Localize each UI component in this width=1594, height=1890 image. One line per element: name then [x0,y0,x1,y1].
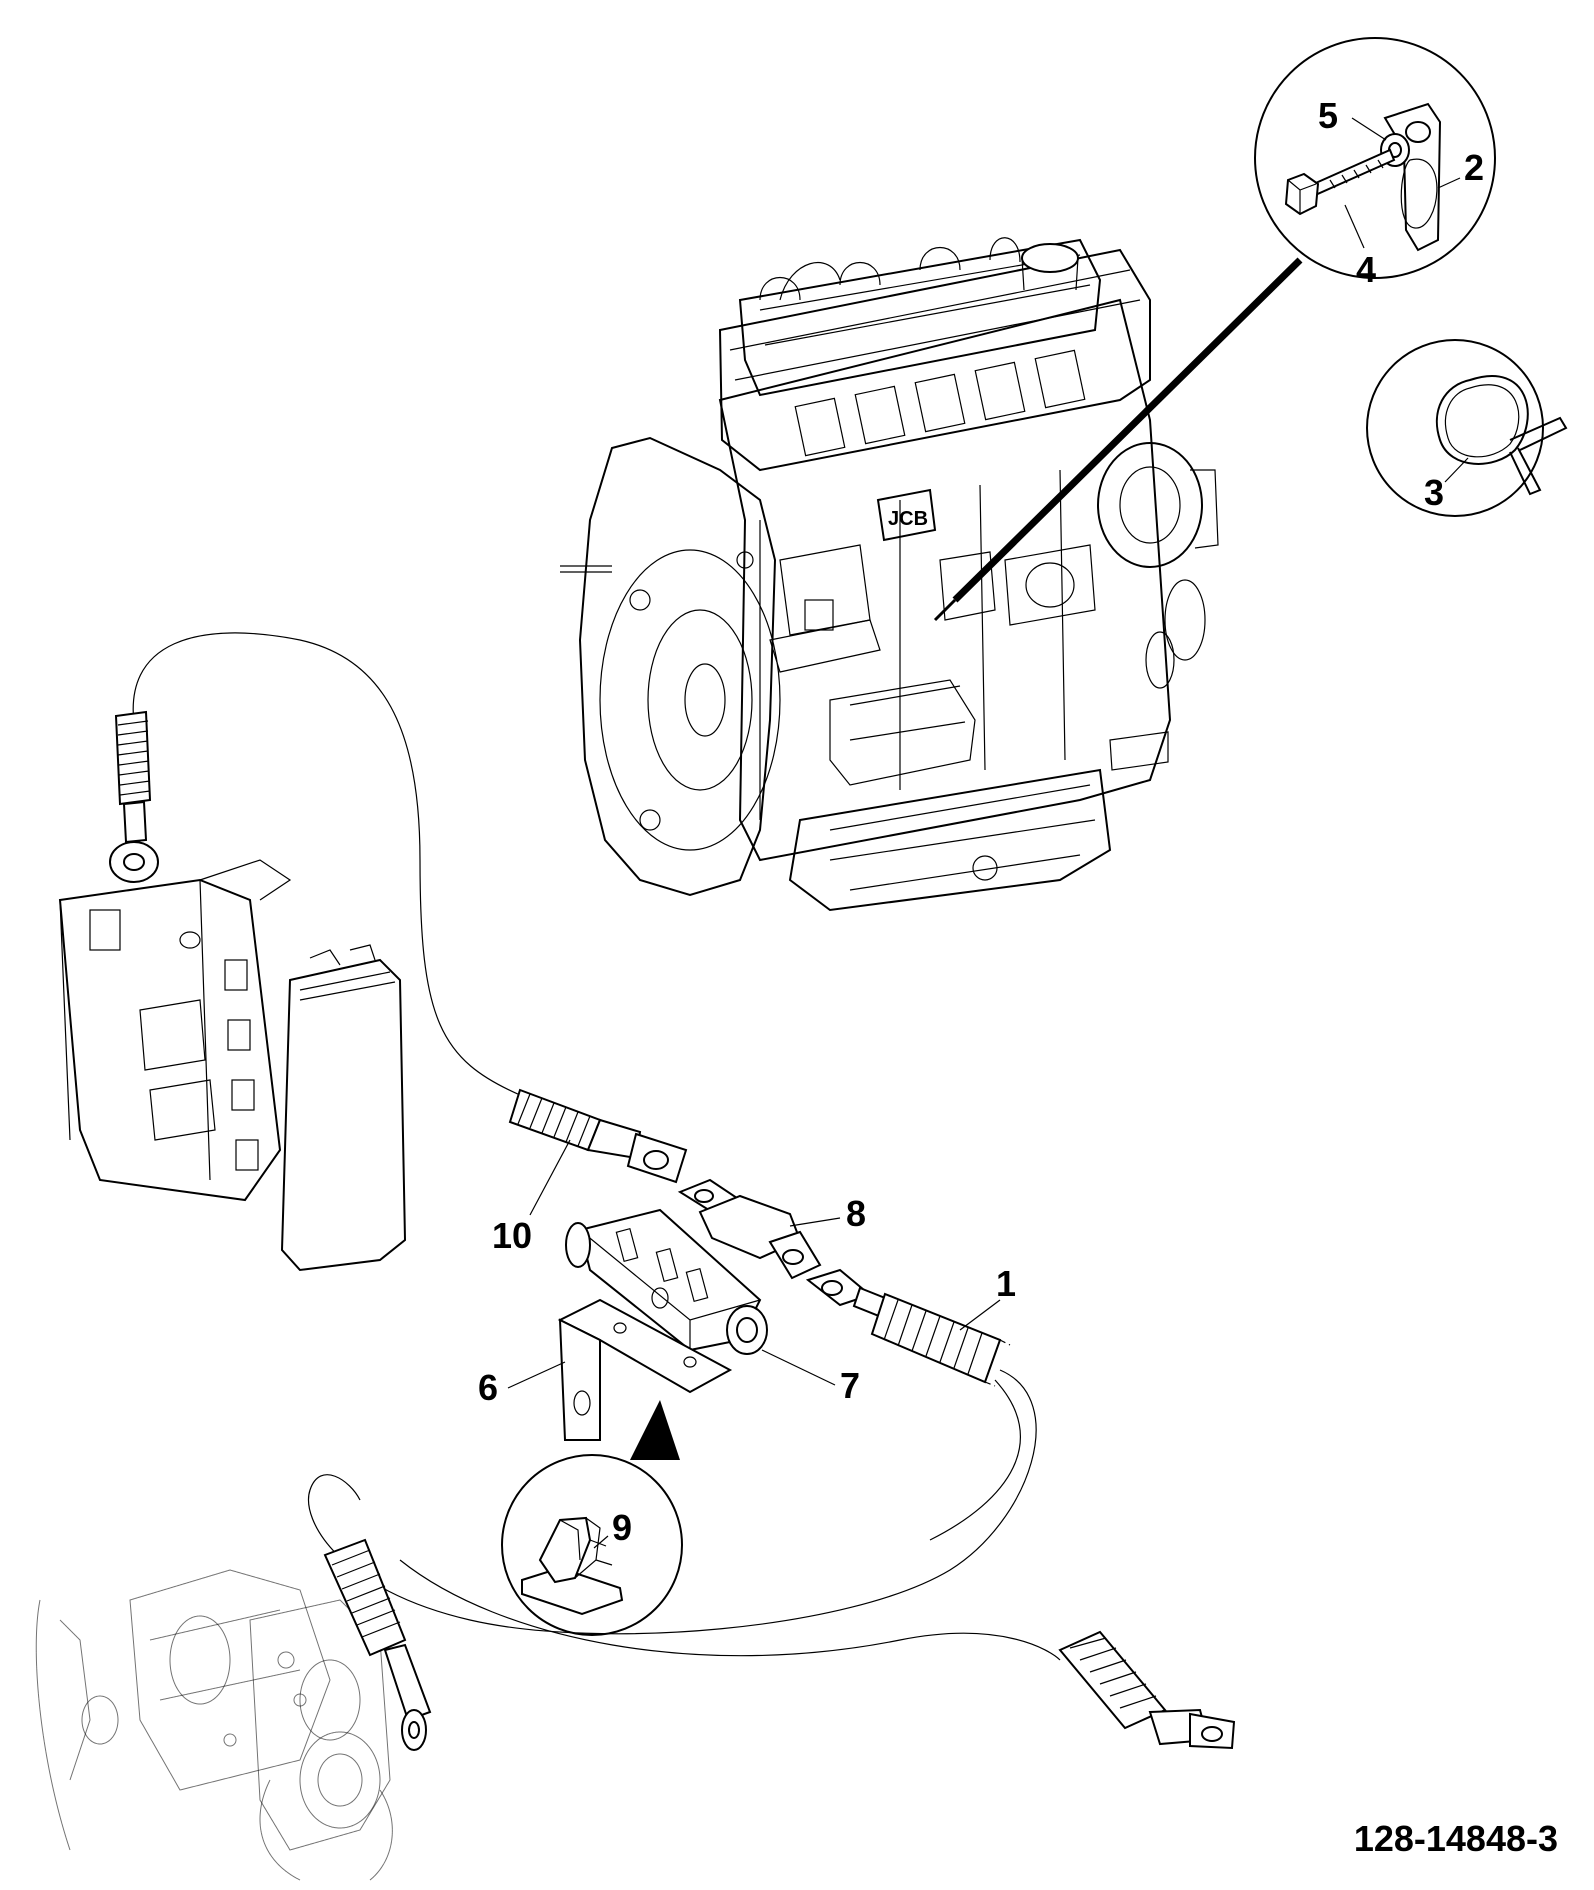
callout-8: 8 [846,1193,866,1234]
detail-circle-fuse-clip [501,1454,683,1636]
fuse-box [58,859,407,1272]
cable-end-lower [1058,1630,1236,1750]
callout-9: 9 [612,1507,632,1548]
callout-1: 1 [996,1263,1016,1304]
callout-10: 10 [492,1215,532,1256]
leader-1 [959,1299,1001,1331]
detail-circle-bracket-bolt [1254,37,1496,279]
fuse-link [677,1178,822,1280]
figure-number: 128-14848-3 [1353,1818,1558,1859]
callout-2: 2 [1464,147,1484,188]
detail-leader-9 [630,1400,680,1460]
callout-3: 3 [1424,472,1444,513]
mounting-bracket [557,1298,733,1441]
svg-text:JCB: JCB [888,508,928,530]
leader-10 [529,1139,571,1216]
callout-4: 4 [1356,249,1376,290]
callout-6: 6 [478,1367,498,1408]
detail-leader-2-5 [952,257,1303,603]
detail-circle-cable-tie [1366,339,1568,517]
engine-arrow [933,598,957,622]
callout-7: 7 [840,1365,860,1406]
callout-5: 5 [1318,95,1338,136]
cable-1 [308,1268,1061,1661]
leader-8 [789,1217,841,1227]
fuse-holder [565,1208,768,1355]
cable-10 [109,632,688,1184]
leader-7 [761,1349,836,1386]
starter-motor [35,1538,432,1881]
engine-block: JCB [560,237,1219,912]
leader-6 [507,1361,566,1389]
